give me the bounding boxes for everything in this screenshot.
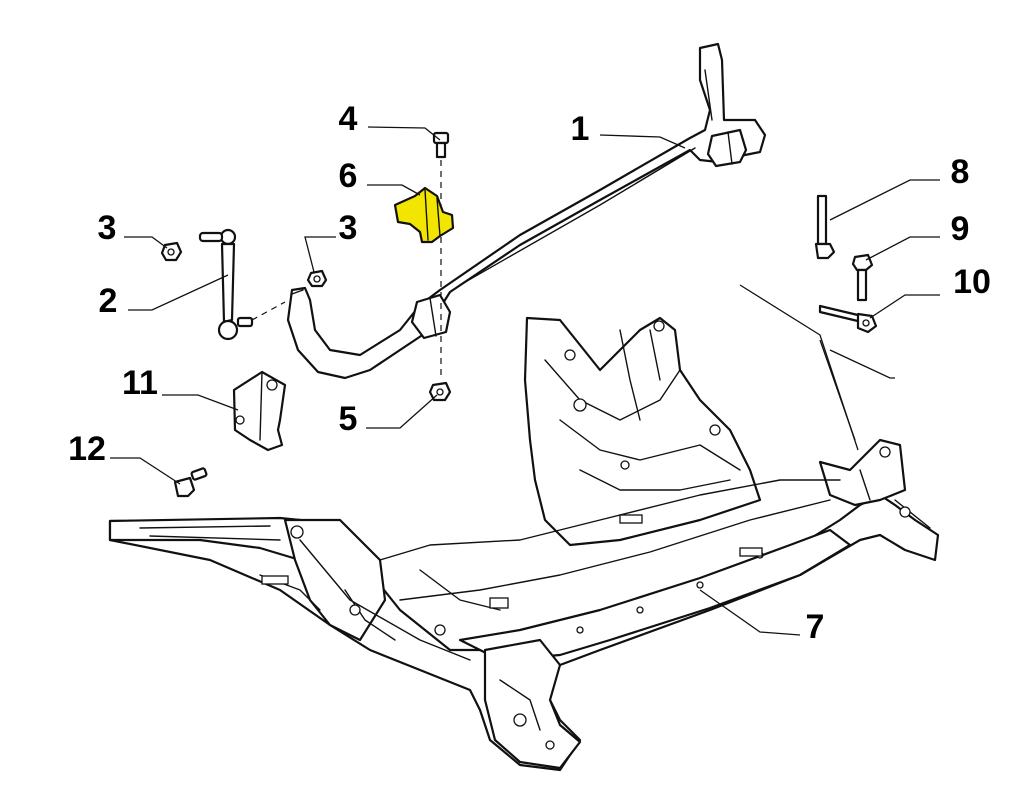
callout-3-center: 3 xyxy=(339,209,358,247)
nut-drawings xyxy=(160,241,328,288)
highlighted-bushing-drawing xyxy=(393,186,455,244)
bushing-bracket-hardware-drawing xyxy=(428,131,452,402)
subframe-drawing xyxy=(108,316,940,772)
callout-11: 11 xyxy=(122,364,158,402)
callout-6: 6 xyxy=(339,157,358,195)
callout-1: 1 xyxy=(571,110,590,148)
callout-7: 7 xyxy=(806,608,825,646)
callout-9: 9 xyxy=(951,210,970,248)
callout-5: 5 xyxy=(339,400,358,438)
callout-3-left: 3 xyxy=(98,209,117,247)
bolt-12-drawing xyxy=(173,467,208,498)
callout-4: 4 xyxy=(339,100,358,138)
callout-12: 12 xyxy=(68,430,106,468)
callout-2: 2 xyxy=(99,282,118,320)
callout-labels: 1 2 3 3 4 5 6 7 8 9 10 11 12 xyxy=(68,100,991,646)
bolts-8-9-10-drawing xyxy=(814,194,878,334)
leader-lines xyxy=(110,126,940,636)
stabilizer-link-drawing xyxy=(198,228,286,341)
stabilizer-bar-drawing xyxy=(286,42,767,380)
bracket-drawing xyxy=(232,370,287,452)
callout-8: 8 xyxy=(951,153,970,191)
callout-10: 10 xyxy=(953,263,991,301)
